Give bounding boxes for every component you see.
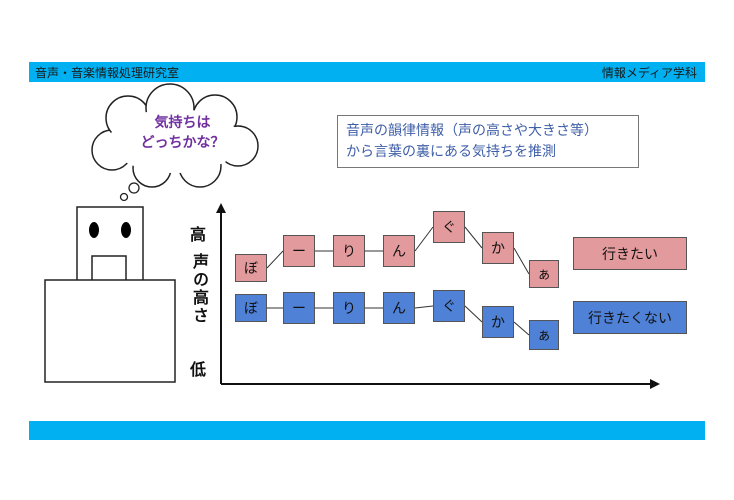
- lab-name: 音声・音楽情報処理研究室: [35, 66, 180, 80]
- pink-syllable-5: ぐ: [433, 211, 465, 243]
- blue-syllable-1: ぼ: [235, 294, 267, 322]
- pink-syllable-7: ぁ: [529, 260, 559, 288]
- pink-connector-1: [266, 250, 284, 269]
- description-line-1: 音声の韻律情報（声の高さや大きさ等）: [346, 123, 598, 139]
- footer-bar: [29, 421, 705, 440]
- robot-mouth: [91, 255, 127, 283]
- y-axis-arrow: [216, 203, 226, 213]
- thought-text: 気持ちは どっちかな？: [140, 115, 225, 151]
- blue-connector-6: [513, 321, 530, 336]
- blue-syllable-4: ん: [383, 292, 415, 324]
- pink-syllable-1: ぼ: [235, 254, 267, 282]
- robot-body: [44, 279, 176, 383]
- x-axis-arrow: [650, 379, 660, 389]
- pink-syllable-3: り: [333, 235, 365, 267]
- pink-connector-5: [464, 226, 483, 249]
- blue-connector-5: [464, 305, 483, 323]
- result-dont-want-to-go: 行きたくない: [573, 301, 687, 334]
- pink-syllable-4: ん: [383, 235, 415, 267]
- pink-connector-6: [513, 247, 530, 275]
- result-want-to-go: 行きたい: [573, 237, 687, 270]
- thought-bubble-tiny: [119, 192, 129, 202]
- robot-right-eye: [121, 222, 131, 238]
- blue-syllable-5: ぐ: [433, 290, 465, 322]
- thought-bubble-small: [128, 182, 140, 194]
- blue-syllable-2: ー: [283, 292, 315, 324]
- department-name: 情報メディア学科: [601, 66, 697, 80]
- axis-high-label: 高: [190, 225, 207, 244]
- blue-syllable-6: か: [482, 306, 514, 338]
- pink-connector-4: [414, 226, 434, 252]
- blue-syllable-3: り: [333, 292, 365, 324]
- robot-left-eye: [89, 222, 99, 238]
- blue-syllable-7: ぁ: [529, 320, 559, 350]
- blue-connector-4: [414, 305, 434, 309]
- pink-syllable-6: か: [482, 232, 514, 264]
- syllable-connectors: [266, 226, 530, 336]
- pink-syllable-2: ー: [283, 235, 315, 267]
- header-bar: 音声・音楽情報処理研究室 情報メディア学科: [29, 62, 705, 82]
- axis-low-label: 低: [190, 360, 207, 379]
- description-line-2: から言葉の裏にある気持ちを推測: [346, 144, 556, 160]
- description-box: 音声の韻律情報（声の高さや大きさ等） から言葉の裏にある気持ちを推測: [337, 115, 639, 168]
- axis-pitch-label: 声の高さ: [190, 253, 209, 325]
